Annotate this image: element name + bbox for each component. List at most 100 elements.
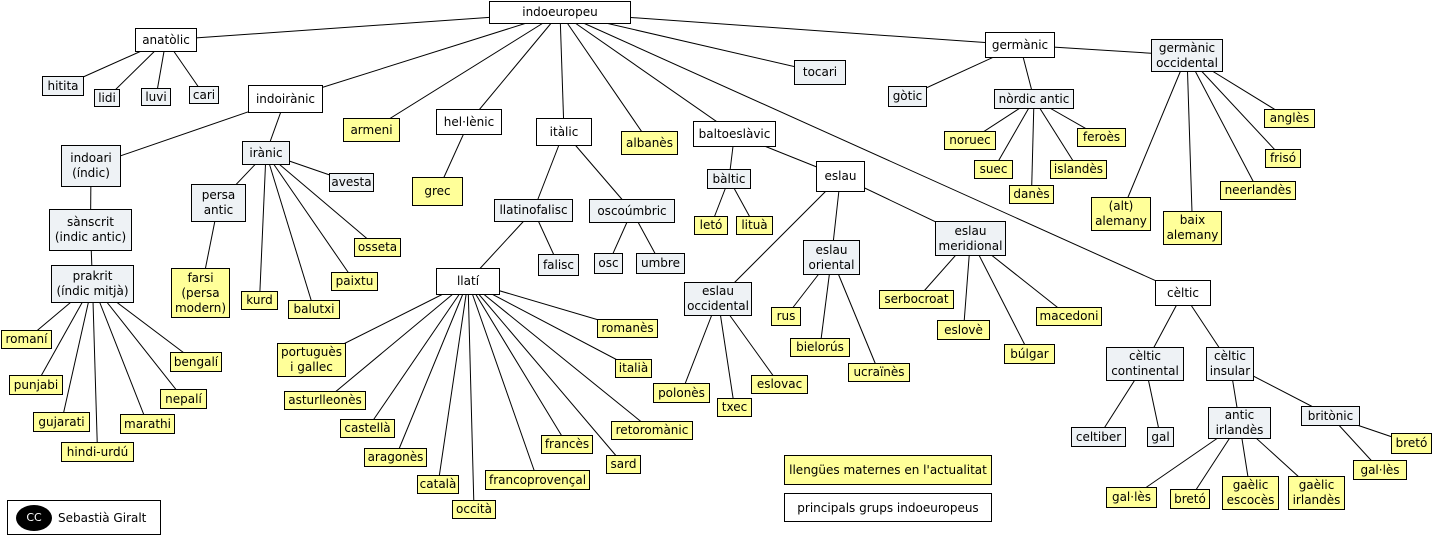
edge-prakrit-to-nepali <box>92 283 184 400</box>
node-celtic-ins: cèltic insular <box>1206 347 1254 381</box>
node-osseta: osseta <box>354 238 401 257</box>
edge-iranic-to-osseta <box>265 152 378 248</box>
node-nepali: nepalí <box>160 389 207 409</box>
edge-eslau-to-eslau-occ <box>717 176 841 300</box>
node-umbre: umbre <box>636 253 685 274</box>
node-eslau-occ: eslau occidental <box>684 282 752 316</box>
node-balutxi: balutxi <box>288 300 340 319</box>
author-credit: CC Sebastià Giralt <box>7 500 161 535</box>
edge-llati-to-occita <box>467 281 475 510</box>
node-avesta: avesta <box>329 173 374 192</box>
node-italia: italià <box>615 359 652 378</box>
node-antic-irlandes: antic irlandès <box>1208 407 1271 439</box>
node-breto-2: bretó <box>1391 433 1432 454</box>
node-breto-1: bretó <box>1170 489 1210 509</box>
node-aragones: aragonès <box>364 448 427 467</box>
edge-iranic-to-kurd <box>259 152 267 301</box>
node-baix-alemany: baix alemany <box>1163 211 1222 245</box>
edge-germanic-occ-to-baix-alemany <box>1186 55 1193 229</box>
edge-eslau-mer-to-bulgar <box>970 238 1030 355</box>
edge-llati-to-sard <box>467 281 624 465</box>
node-romanes: romanès <box>597 319 658 338</box>
edge-germanic-occ-to-friso <box>1186 55 1284 159</box>
edge-germanic-occ-to-neerlandes <box>1186 55 1259 191</box>
node-nordic-antic: nòrdic antic <box>994 89 1074 109</box>
node-italic: itàlic <box>536 118 592 146</box>
node-romani: romaní <box>1 330 52 349</box>
node-persa-antic: persa antic <box>191 184 246 222</box>
node-gujarati: gujarati <box>33 412 90 432</box>
legend-modern-languages: llengües maternes en l'actualitat <box>784 455 992 485</box>
node-feroes: feroès <box>1077 128 1126 147</box>
node-leto: letó <box>694 216 728 235</box>
node-celtic: cèltic <box>1155 280 1211 306</box>
node-friso: frisó <box>1265 149 1301 168</box>
edge-llati-to-asturlleones <box>324 281 469 401</box>
node-txec: txec <box>717 398 752 417</box>
node-portugues: portuguès i gallec <box>277 343 346 377</box>
node-paixtu: paixtu <box>331 272 378 291</box>
edge-indoeuropeu-to-italic <box>559 12 565 133</box>
node-rus: rus <box>771 307 801 326</box>
node-kurd: kurd <box>241 291 278 310</box>
node-celtic-cont: cèltic continental <box>1106 347 1184 381</box>
node-luvi: luvi <box>141 88 171 106</box>
node-gal-les-2: gal·lès <box>1353 460 1407 480</box>
node-grec: grec <box>412 177 463 206</box>
node-bielorus: bielorús <box>790 338 850 357</box>
edge-indoeuropeu-to-germanic <box>559 12 1021 46</box>
edge-llati-to-aragones <box>395 281 469 458</box>
node-hindi-urdu: hindi-urdú <box>61 442 134 462</box>
node-litua: lituà <box>736 216 773 235</box>
edge-iranic-to-balutxi <box>265 152 315 310</box>
node-marathi: marathi <box>120 414 175 434</box>
edge-prakrit-to-gujarati <box>61 283 93 423</box>
node-castella: castellà <box>340 419 395 438</box>
edge-eslau-occ-to-txec <box>717 298 735 408</box>
edge-llati-to-francoprovencal <box>467 281 538 481</box>
node-falisc: falisc <box>538 254 579 276</box>
node-germanic: germànic <box>985 32 1055 58</box>
node-tocari: tocari <box>794 60 846 85</box>
author-name: Sebastià Giralt <box>58 510 147 525</box>
node-celtiber: celtiber <box>1071 427 1126 447</box>
node-indoiranic: indoirànic <box>248 85 323 113</box>
legend-groups-label: principals grups indoeuropeus <box>797 500 979 515</box>
node-danes: danès <box>1009 185 1054 204</box>
node-eslau-or: eslau oriental <box>803 240 860 275</box>
edge-eslau-or-to-ucraines <box>831 257 880 373</box>
node-alt-alemany: (alt) alemany <box>1091 197 1151 231</box>
node-britonic: britònic <box>1301 406 1360 426</box>
node-farsi: farsi (persa modern) <box>171 268 230 318</box>
node-catala: català <box>417 475 459 494</box>
node-oscoumbric: oscoúmbric <box>589 199 675 223</box>
node-frances: francès <box>541 435 593 454</box>
node-baltoeslavic: baltoeslàvic <box>693 121 776 147</box>
node-lidi: lidi <box>94 89 120 107</box>
edge-germanic-occ-to-alt-alemany <box>1120 55 1188 215</box>
node-bengali: bengalí <box>170 352 222 372</box>
edge-indoeuropeu-to-armeni <box>371 12 561 131</box>
node-eslovac: eslovac <box>751 375 808 394</box>
edge-llati-to-retoromanic <box>467 281 653 431</box>
node-sard: sard <box>606 455 641 474</box>
edge-llati-to-frances <box>467 281 568 445</box>
legend-modern-label: llengües maternes en l'actualitat <box>789 463 987 477</box>
node-gotic: gòtic <box>888 86 927 107</box>
node-bulgar: búlgar <box>1004 344 1055 364</box>
node-francoprovencal: francoprovençal <box>485 470 590 490</box>
node-suec: suec <box>974 160 1013 179</box>
node-iranic: irànic <box>242 141 290 165</box>
node-polones: polonès <box>653 383 710 403</box>
node-albanes: albanès <box>621 131 678 155</box>
edge-nordic-antic-to-islandes <box>1033 98 1079 170</box>
edge-indoeuropeu-to-baltoeslavic <box>559 12 735 135</box>
node-llatinofalisc: llatinofalisc <box>494 199 573 222</box>
node-punjabi: punjabi <box>9 375 63 395</box>
creative-commons-icon: CC <box>16 504 52 531</box>
node-gal-les-1: gal·lès <box>1106 487 1157 508</box>
node-asturlleones: asturlleonès <box>284 391 366 410</box>
node-gal: gal <box>1147 427 1174 447</box>
edge-llati-to-italia <box>467 281 634 369</box>
